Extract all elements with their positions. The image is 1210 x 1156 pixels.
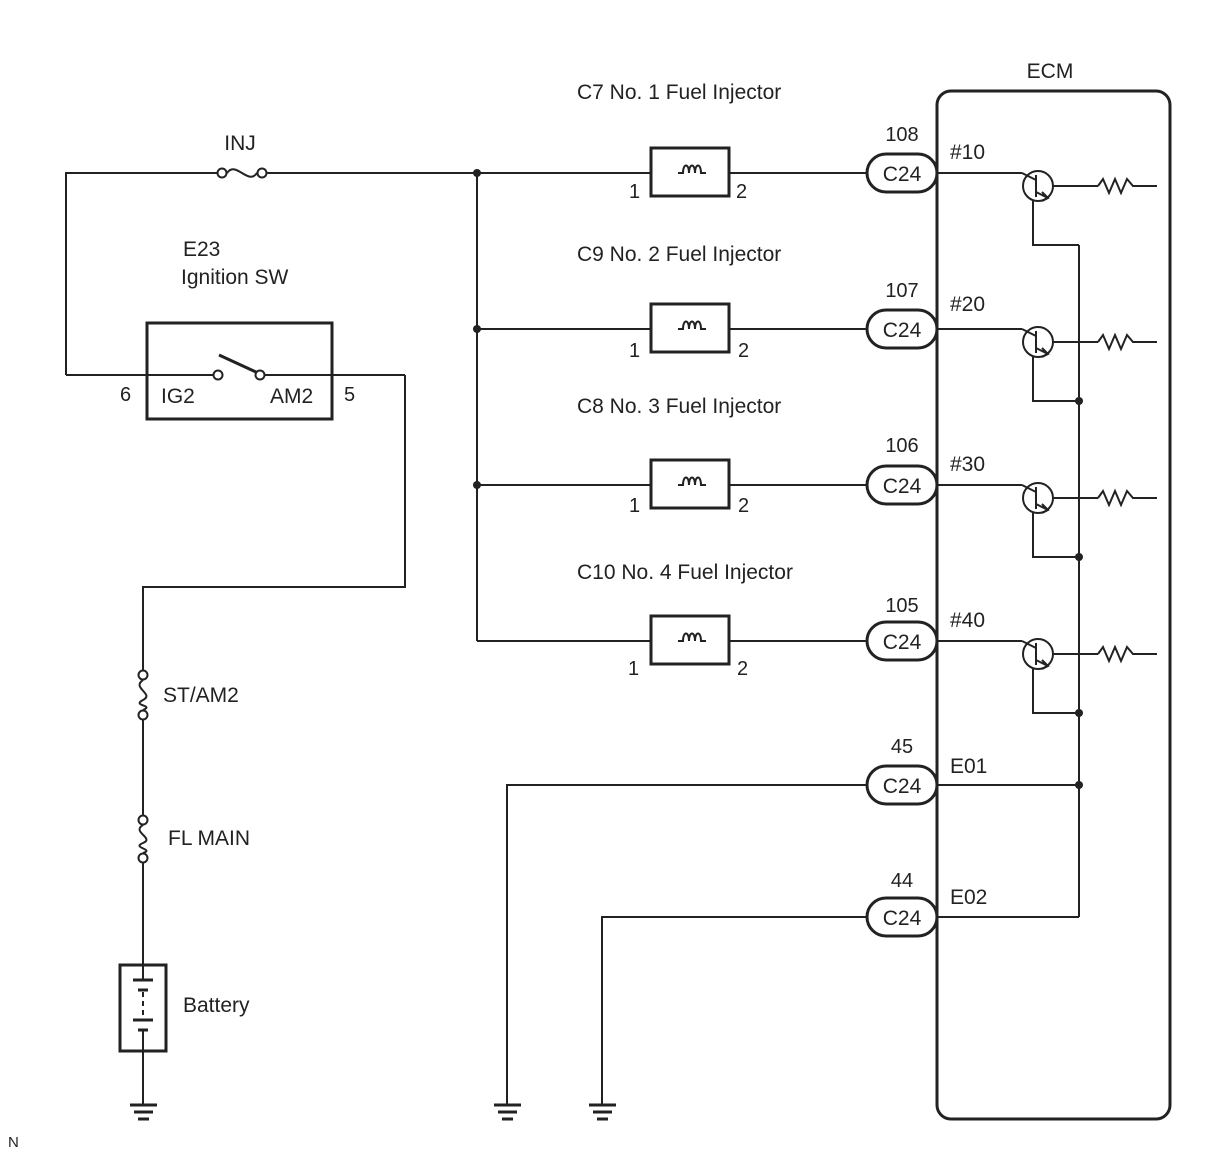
resistor-icon <box>1097 176 1157 196</box>
fl-main-fuse <box>137 814 149 864</box>
ground-icon <box>589 1103 616 1121</box>
battery-icon <box>118 963 168 1053</box>
ecm-label: ECM <box>1027 60 1074 83</box>
connector-label: C24 <box>883 775 922 798</box>
injector-row: C10 No. 4 Fuel Injector 1 2 105 C24 #40 <box>477 561 1022 680</box>
connector-label: C24 <box>883 319 922 342</box>
injector-pin1: 1 <box>629 340 640 362</box>
injector-label: C10 No. 4 Fuel Injector <box>577 561 793 584</box>
injector-row: C7 No. 1 Fuel Injector 1 2 108 C24 #10 <box>477 81 1022 203</box>
connector-pin: 107 <box>885 280 918 302</box>
ecm-terminal: #40 <box>950 609 985 632</box>
ground-row: 45 C24 E01 <box>494 736 1079 1121</box>
ignition-code: E23 <box>183 238 220 261</box>
resistor-icon <box>1097 644 1157 664</box>
injector-pin1: 1 <box>629 495 640 517</box>
ground-icon <box>130 1103 157 1121</box>
injector-pin2: 2 <box>737 658 748 680</box>
connector-pin: 106 <box>885 435 918 457</box>
ignition-pin-left: 6 <box>120 384 131 406</box>
injector-label: C7 No. 1 Fuel Injector <box>577 81 781 104</box>
ecm-terminal: E02 <box>950 886 987 909</box>
ground-row: 44 C24 E02 <box>589 870 1079 1121</box>
injector-row: C8 No. 3 Fuel Injector 1 2 106 C24 #30 <box>477 395 1022 517</box>
injector-pin1: 1 <box>629 181 640 203</box>
injector-pin2: 2 <box>738 495 749 517</box>
ecm-drivers <box>1021 170 1157 917</box>
ignition-name: Ignition SW <box>181 266 289 289</box>
injector-label: C8 No. 3 Fuel Injector <box>577 395 781 418</box>
injector-row: C9 No. 2 Fuel Injector 1 2 107 C24 #20 <box>477 243 1022 362</box>
coil-icon <box>678 320 706 330</box>
resistor-icon <box>1097 332 1157 352</box>
ground-icon <box>494 1103 521 1121</box>
st-am2-fuse-label: ST/AM2 <box>163 684 239 707</box>
coil-icon <box>678 476 706 486</box>
ignition-switch-icon <box>212 353 266 381</box>
coil-icon <box>678 632 706 642</box>
ignition-switch-box <box>145 321 334 421</box>
st-am2-fuse <box>137 669 149 721</box>
connector-pin: 44 <box>891 870 913 892</box>
footer-mark: N <box>8 1134 19 1151</box>
ecm-terminal: #20 <box>950 293 985 316</box>
ecm-terminal: E01 <box>950 755 987 778</box>
injector-pin1: 1 <box>628 658 639 680</box>
inj-fuse-label: INJ <box>224 132 256 155</box>
injector-pin2: 2 <box>738 340 749 362</box>
transistor-icon <box>1021 638 1157 714</box>
ignition-terminal-left: IG2 <box>161 385 195 408</box>
ignition-terminal-right: AM2 <box>270 385 313 408</box>
connector-label: C24 <box>883 907 922 930</box>
battery-label: Battery <box>183 994 250 1017</box>
connector-label: C24 <box>883 163 922 186</box>
ecm-terminal: #10 <box>950 141 985 164</box>
ignition-pin-right: 5 <box>344 384 355 406</box>
ecm-box <box>935 89 1172 1121</box>
connector-pin: 108 <box>885 124 918 146</box>
injector-pin2: 2 <box>736 181 747 203</box>
transistor-icon <box>1021 326 1157 402</box>
connector-pin: 105 <box>885 595 918 617</box>
inj-fuse <box>216 167 268 179</box>
coil-icon <box>678 164 706 174</box>
power-circuit: INJ E23 Ignition SW 6 IG2 AM2 5 ST/AM2 <box>65 132 477 1121</box>
connector-pin: 45 <box>891 736 913 758</box>
transistor-icon <box>1021 170 1157 246</box>
fl-main-fuse-label: FL MAIN <box>168 827 250 850</box>
transistor-icon <box>1021 482 1157 558</box>
connector-label: C24 <box>883 631 922 654</box>
injector-label: C9 No. 2 Fuel Injector <box>577 243 781 266</box>
resistor-icon <box>1097 488 1157 508</box>
ecm-terminal: #30 <box>950 453 985 476</box>
injector-bus <box>473 169 481 641</box>
connector-label: C24 <box>883 475 922 498</box>
